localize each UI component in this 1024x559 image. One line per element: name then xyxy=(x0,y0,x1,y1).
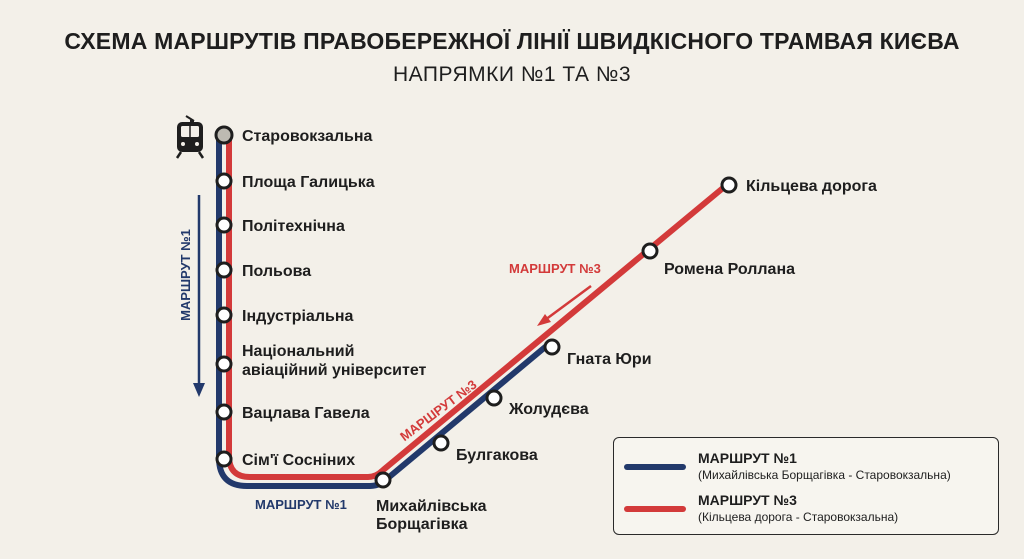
diagram-title: СХЕМА МАРШРУТІВ ПРАВОБЕРЕЖНОЇ ЛІНІЇ ШВИД… xyxy=(64,28,960,54)
station-name-borshchahivka-line1: Михайлівська xyxy=(376,498,487,515)
station-marker-borshchahivka xyxy=(374,471,392,489)
station-name-polova: Польова xyxy=(242,263,311,280)
tram-icon xyxy=(175,115,205,159)
station-name-starovokzalna: Старовокзальна xyxy=(242,128,373,145)
legend-route1-desc: (Михайлівська Борщагівка - Старовокзальн… xyxy=(698,468,951,482)
station-marker-polova xyxy=(215,261,233,279)
station-name-nau-line1: Національний xyxy=(242,343,354,360)
station-name-zholudieva: Жолудєва xyxy=(508,401,589,418)
station-marker-politekhnichna xyxy=(215,216,233,234)
legend-route1-swatch xyxy=(624,464,686,470)
station-marker-starovokzalna xyxy=(214,125,234,145)
station-name-nau-line2: авіаційний університет xyxy=(242,362,427,379)
station-name-havela: Вацлава Гавела xyxy=(242,405,370,422)
station-marker-bulhakova xyxy=(432,434,450,452)
station-name-simi-sosninykh: Сім'ї Сосніних xyxy=(242,452,355,469)
station-name-politekhnichna: Політехнічна xyxy=(242,218,345,235)
legend-route3-swatch xyxy=(624,506,686,512)
legend: МАРШРУТ №1 (Михайлівська Борщагівка - Ст… xyxy=(613,437,999,535)
route1-direction-arrow xyxy=(193,195,205,397)
station-name-industrialna: Індустріальна xyxy=(242,308,353,325)
station-marker-industrialna xyxy=(215,306,233,324)
route1-bottom-label: МАРШРУТ №1 xyxy=(255,497,347,512)
station-name-borshchahivka-line2: Борщагівка xyxy=(376,516,468,533)
legend-route3-name: МАРШРУТ №3 xyxy=(698,492,797,508)
legend-route1-name: МАРШРУТ №1 xyxy=(698,450,797,466)
station-marker-romena-rollana xyxy=(641,242,659,260)
station-name-hnata-yury: Гната Юри xyxy=(567,351,652,368)
station-marker-ploshcha-halytska xyxy=(215,172,233,190)
station-marker-havela xyxy=(215,403,233,421)
diagram-subtitle: НАПРЯМКИ №1 ТА №3 xyxy=(392,63,632,86)
legend-route3-desc: (Кільцева дорога - Старовокзальна) xyxy=(698,510,899,524)
station-name-romena-rollana: Ромена Роллана xyxy=(664,261,795,278)
station-marker-kiltseva-doroha xyxy=(720,176,738,194)
station-marker-hnata-yury xyxy=(543,338,561,356)
station-name-ploshcha-halytska: Площа Галицька xyxy=(242,174,375,191)
station-marker-zholudieva xyxy=(485,389,503,407)
route3-direction-arrow xyxy=(537,284,592,326)
station-name-bulhakova: Булгакова xyxy=(456,447,538,464)
station-marker-nau xyxy=(215,355,233,373)
route3-upper-label: МАРШРУТ №3 xyxy=(509,261,601,276)
route1-vertical-label: МАРШРУТ №1 xyxy=(178,229,193,321)
station-name-kiltseva-doroha: Кільцева дорога xyxy=(746,178,877,195)
station-marker-simi-sosninykh xyxy=(215,450,233,468)
